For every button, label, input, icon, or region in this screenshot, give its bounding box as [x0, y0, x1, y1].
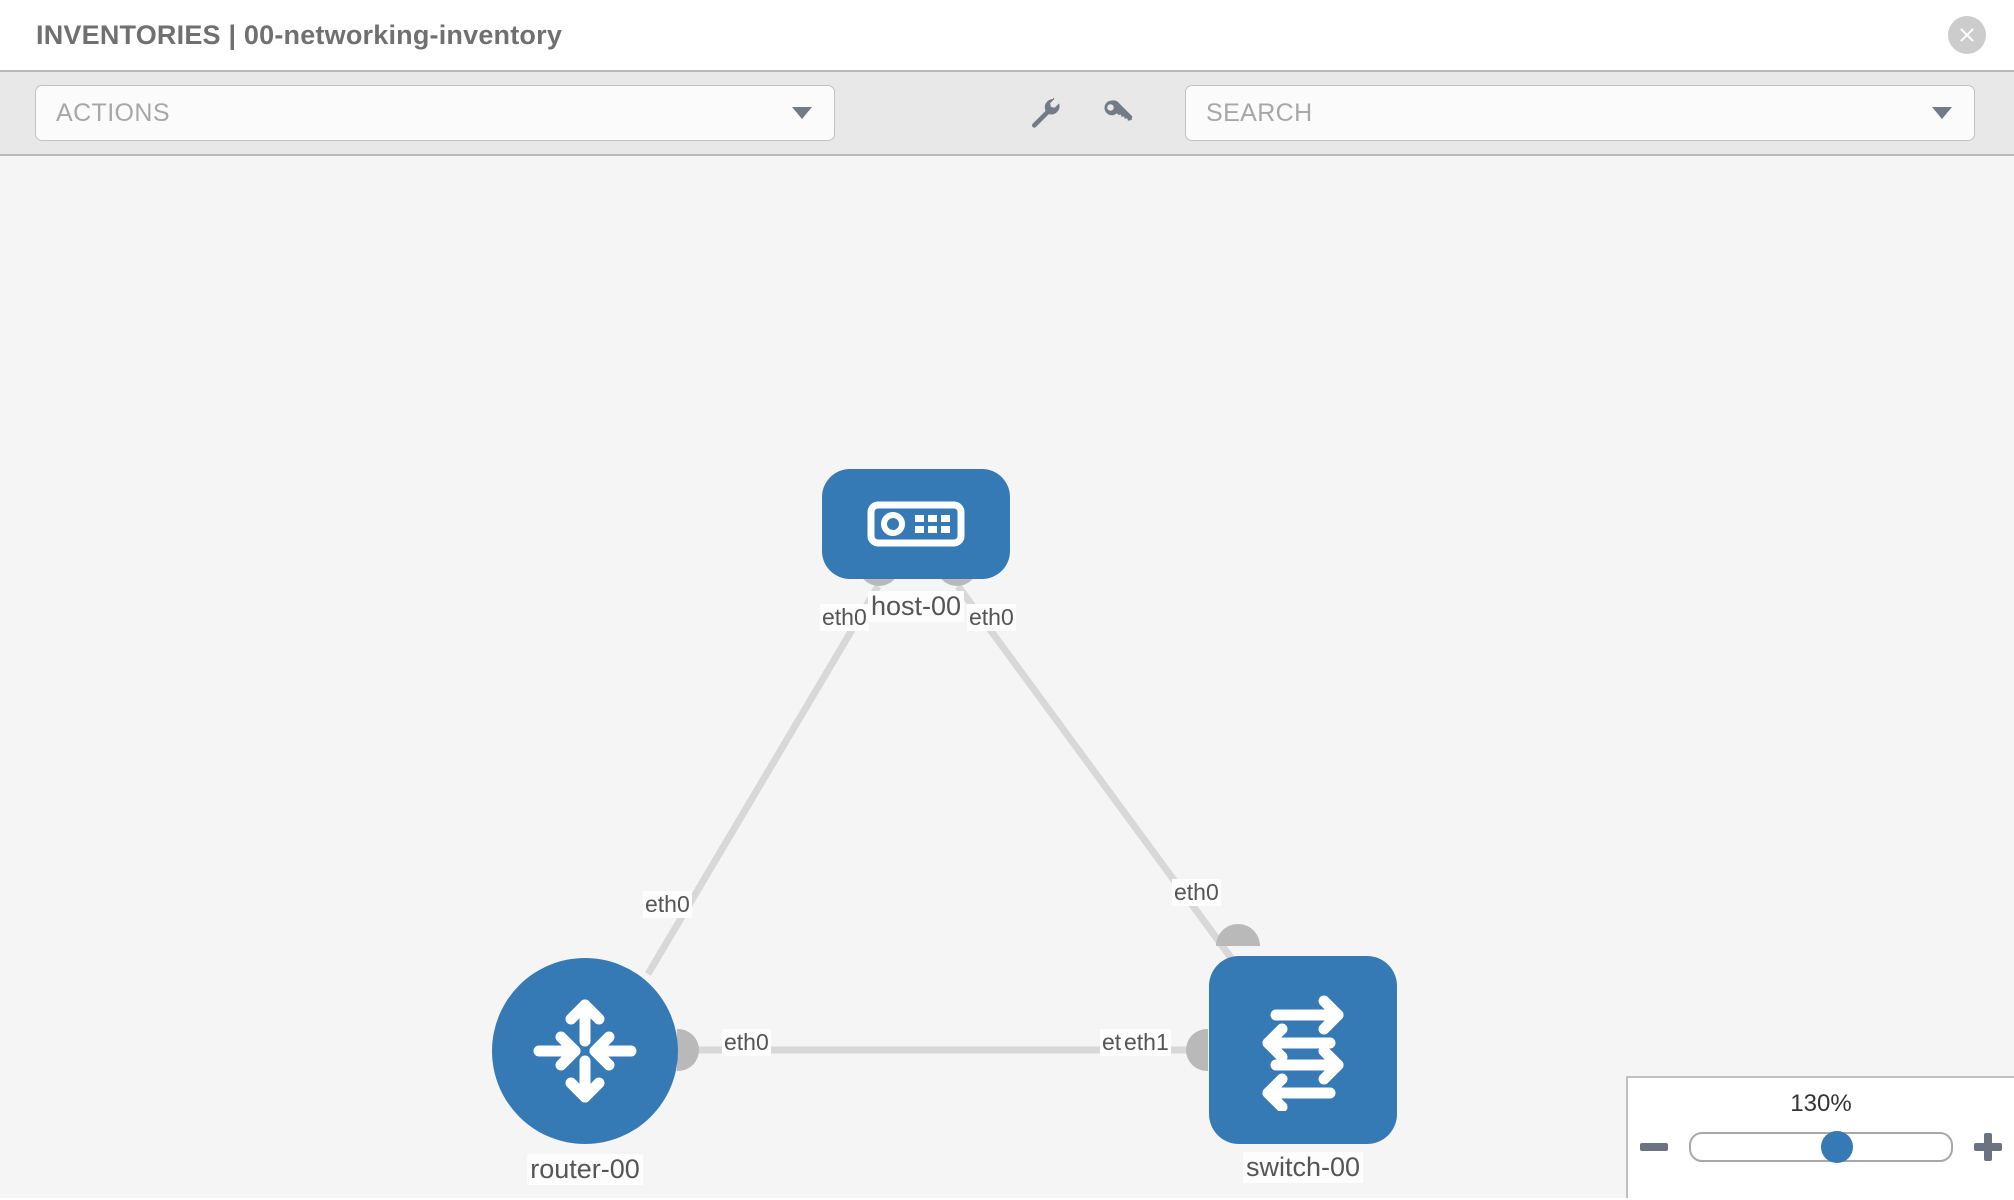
node-host-00-label: host-00: [867, 591, 965, 622]
topology-edges: [644, 583, 1240, 1054]
search-input[interactable]: SEARCH: [1185, 85, 1975, 141]
chevron-down-icon: [1932, 107, 1952, 119]
key-icon[interactable]: [1098, 93, 1138, 133]
toolbar: ACTIONS SEARCH: [0, 70, 2014, 156]
zoom-slider-row: [1628, 1130, 2014, 1164]
edge-label-router-top: eth0: [643, 891, 692, 918]
actions-dropdown-label: ACTIONS: [56, 98, 170, 127]
node-router-00-label: router-00: [527, 1154, 643, 1185]
zoom-slider-track[interactable]: [1689, 1131, 1953, 1163]
edge-label-switch-top: eth0: [1172, 879, 1221, 906]
zoom-slider-thumb[interactable]: [1820, 1131, 1853, 1163]
toolbar-icon-group: [1025, 93, 1138, 133]
node-switch-00-shape: [1209, 956, 1397, 1144]
edge-label-switch-left-b: eth1: [1122, 1029, 1171, 1056]
chevron-down-icon: [792, 107, 812, 119]
router-arrows-icon: [533, 999, 637, 1103]
node-switch-00[interactable]: switch-00: [1209, 956, 1397, 1183]
zoom-out-button[interactable]: [1637, 1130, 1671, 1164]
wrench-icon[interactable]: [1025, 93, 1065, 133]
page-header: INVENTORIES | 00-networking-inventory: [0, 0, 2014, 70]
zoom-control-panel: 130%: [1626, 1076, 2014, 1198]
edge-label-router-right: eth0: [722, 1029, 771, 1056]
server-device-icon: [867, 501, 965, 547]
close-icon[interactable]: [1948, 16, 1986, 54]
switch-arrows-icon: [1262, 995, 1344, 1111]
actions-dropdown[interactable]: ACTIONS: [35, 85, 835, 141]
edge-label-host-right: eth0: [967, 604, 1016, 631]
zoom-level-value: 130%: [1790, 1090, 1852, 1117]
port-router-right[interactable]: [677, 1029, 699, 1071]
port-switch-left[interactable]: [1186, 1029, 1208, 1071]
port-switch-top[interactable]: [1216, 924, 1260, 946]
edge-label-host-left: eth0: [820, 604, 869, 631]
node-switch-00-label: switch-00: [1242, 1152, 1364, 1183]
node-host-00[interactable]: host-00: [822, 469, 1010, 622]
topology-canvas[interactable]: host-00 router-00: [0, 156, 2014, 1198]
edge-host-switch: [955, 583, 1240, 969]
node-router-00[interactable]: router-00: [492, 958, 678, 1185]
search-input-value: SEARCH: [1206, 98, 1313, 127]
zoom-in-button[interactable]: [1971, 1130, 2005, 1164]
node-host-00-shape: [822, 469, 1010, 579]
page-title: INVENTORIES | 00-networking-inventory: [36, 19, 563, 50]
node-router-00-shape: [492, 958, 678, 1144]
